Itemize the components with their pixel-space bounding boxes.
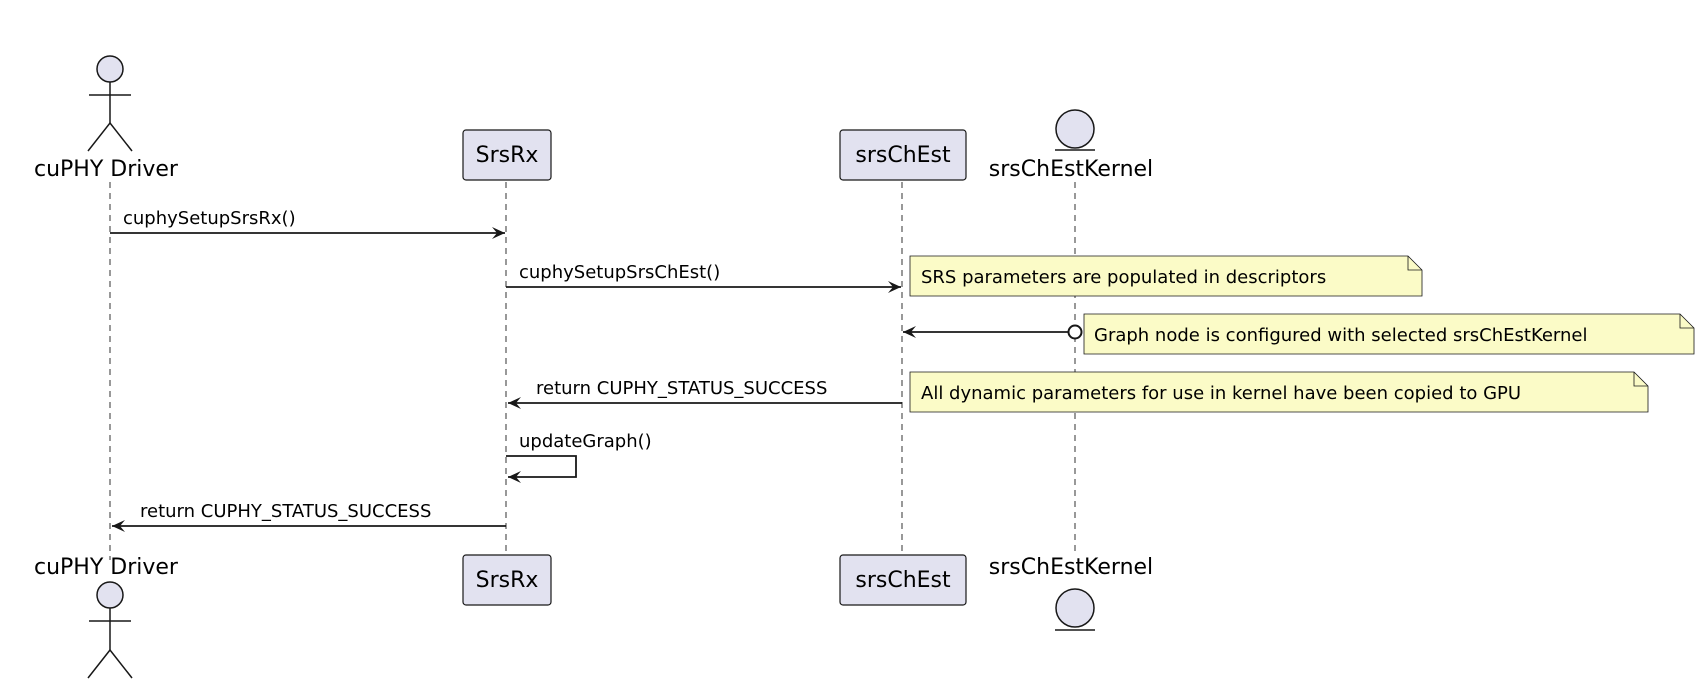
entity-srschestkernel-top: srsChEstKernel (989, 109, 1153, 182)
participant-label-srsrx: SrsRx (476, 568, 539, 593)
actor-head-icon (96, 581, 124, 609)
message-label: return CUPHY_STATUS_SUCCESS (140, 501, 431, 522)
entity-icon (1055, 588, 1095, 628)
participant-label-cuphy-driver: cuPHY Driver (34, 555, 179, 580)
message-label: cuphySetupSrsRx() (123, 208, 296, 229)
participant-label-cuphy-driver: cuPHY Driver (34, 157, 179, 182)
participant-label-srschestkernel: srsChEstKernel (989, 555, 1153, 580)
note-fold-icon (1633, 372, 1648, 387)
note-box (1083, 313, 1695, 355)
participant-box (839, 554, 967, 606)
participant-srschest-top: srsChEst (839, 129, 967, 181)
message-label: cuphySetupSrsChEst() (519, 262, 720, 283)
note-dynamic-parameters: All dynamic parameters for use in kernel… (909, 371, 1649, 413)
actor-cuphy-driver-top: cuPHY Driver (34, 55, 179, 182)
participant-label-srsrx: SrsRx (476, 143, 539, 168)
actor-legs-icon (87, 648, 133, 679)
participant-box (462, 129, 552, 181)
participant-box (839, 129, 967, 181)
message-label: return CUPHY_STATUS_SUCCESS (536, 378, 827, 399)
note-box (909, 371, 1649, 413)
message-arrow (506, 455, 577, 483)
participant-srsrx-top: SrsRx (462, 129, 552, 181)
note-fold-icon (1679, 314, 1694, 329)
participant-label-srschestkernel: srsChEstKernel (989, 157, 1153, 182)
message-cuphysetupsrschest: cuphySetupSrsChEst() (506, 262, 901, 293)
participant-label-srschest: srsChEst (855, 143, 951, 168)
participant-srschest-bottom: srsChEst (839, 554, 967, 606)
message-cuphysetupsrsrx: cuphySetupSrsRx() (110, 208, 505, 239)
note-srs-parameters: SRS parameters are populated in descript… (909, 255, 1423, 297)
message-kernel-to-srschest (903, 324, 1083, 340)
message-label: updateGraph() (519, 431, 652, 452)
message-return-srschest: return CUPHY_STATUS_SUCCESS (508, 378, 902, 409)
actor-legs-icon (87, 121, 133, 152)
message-updategraph: updateGraph() (506, 431, 652, 483)
note-text: All dynamic parameters for use in kernel… (921, 383, 1521, 404)
circle-endpoint-icon (1067, 324, 1083, 340)
note-fold-icon (1407, 256, 1422, 271)
participant-label-srschest: srsChEst (855, 568, 951, 593)
note-text: SRS parameters are populated in descript… (921, 267, 1326, 288)
participant-box (462, 554, 552, 606)
actor-head-icon (96, 55, 124, 83)
message-return-srsrx: return CUPHY_STATUS_SUCCESS (112, 501, 506, 532)
note-text: Graph node is configured with selected s… (1094, 325, 1588, 346)
entity-srschestkernel-bottom: srsChEstKernel (989, 555, 1153, 631)
note-box (909, 255, 1423, 297)
participant-srsrx-bottom: SrsRx (462, 554, 552, 606)
note-graph-node: Graph node is configured with selected s… (1083, 313, 1695, 355)
entity-icon (1055, 109, 1095, 149)
actor-cuphy-driver-bottom: cuPHY Driver (34, 555, 179, 679)
